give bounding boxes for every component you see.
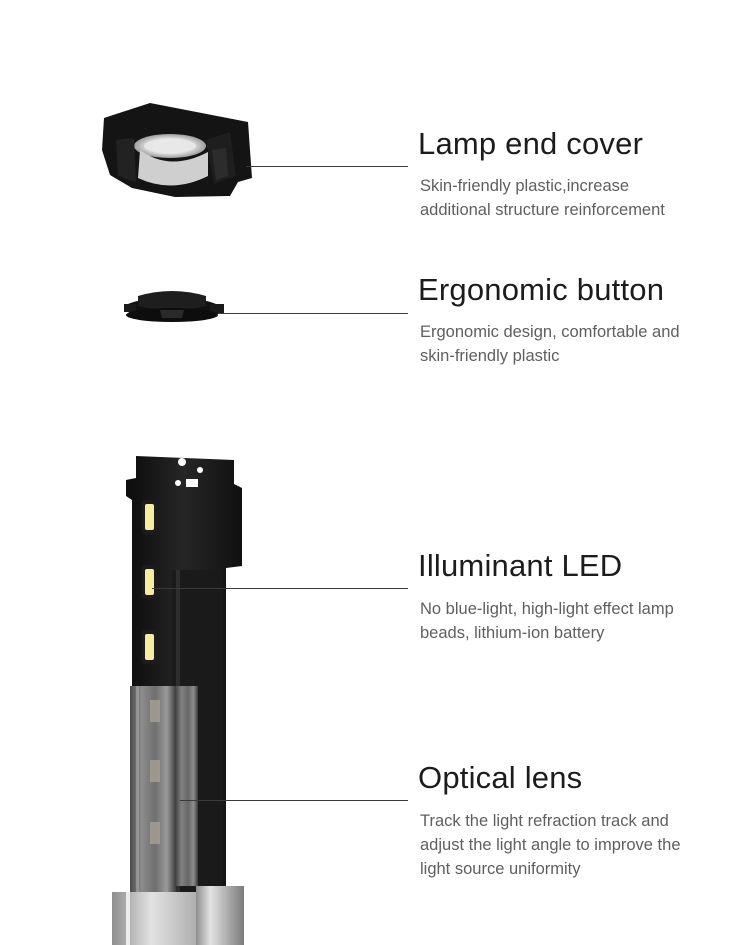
led-bead bbox=[142, 630, 157, 664]
feature-title: Optical lens bbox=[418, 760, 583, 795]
feature-description-line: light source uniformity bbox=[420, 860, 581, 878]
feature-description-line: Track the light refraction track and bbox=[420, 812, 669, 830]
feature-description-line: additional structure reinforcement bbox=[420, 201, 665, 219]
feature-title: Ergonomic button bbox=[418, 272, 665, 307]
feature-description-line: beads, lithium-ion battery bbox=[420, 624, 605, 642]
feature-description-line: adjust the light angle to improve the bbox=[420, 836, 681, 854]
ergonomic-button-part bbox=[124, 291, 224, 322]
feature-ergonomic-button: Ergonomic button Ergonomic design, comfo… bbox=[418, 272, 738, 368]
led-bead bbox=[142, 565, 157, 599]
lamp-end-cover-part bbox=[102, 103, 252, 197]
leader-line-end-cover bbox=[246, 166, 408, 167]
feature-illuminant-led: Illuminant LED No blue-light, high-light… bbox=[418, 548, 738, 645]
feature-title: Illuminant LED bbox=[418, 548, 623, 583]
feature-description-line: No blue-light, high-light effect lamp bbox=[420, 600, 674, 618]
leader-line-led bbox=[152, 588, 408, 589]
feature-description-line: skin-friendly plastic bbox=[420, 347, 560, 365]
feature-lamp-end-cover: Lamp end cover Skin-friendly plastic,inc… bbox=[418, 126, 738, 222]
aluminum-tube-part bbox=[112, 886, 244, 945]
feature-description-line: Ergonomic design, comfortable and bbox=[420, 323, 680, 341]
leader-line-lens bbox=[180, 800, 408, 801]
feature-title: Lamp end cover bbox=[418, 126, 644, 161]
optical-lens-part bbox=[130, 686, 198, 896]
leader-line-button bbox=[218, 313, 408, 314]
feature-optical-lens: Optical lens Track the light refraction … bbox=[418, 760, 738, 881]
led-bead bbox=[142, 500, 157, 534]
feature-description-line: Skin-friendly plastic,increase bbox=[420, 177, 630, 195]
